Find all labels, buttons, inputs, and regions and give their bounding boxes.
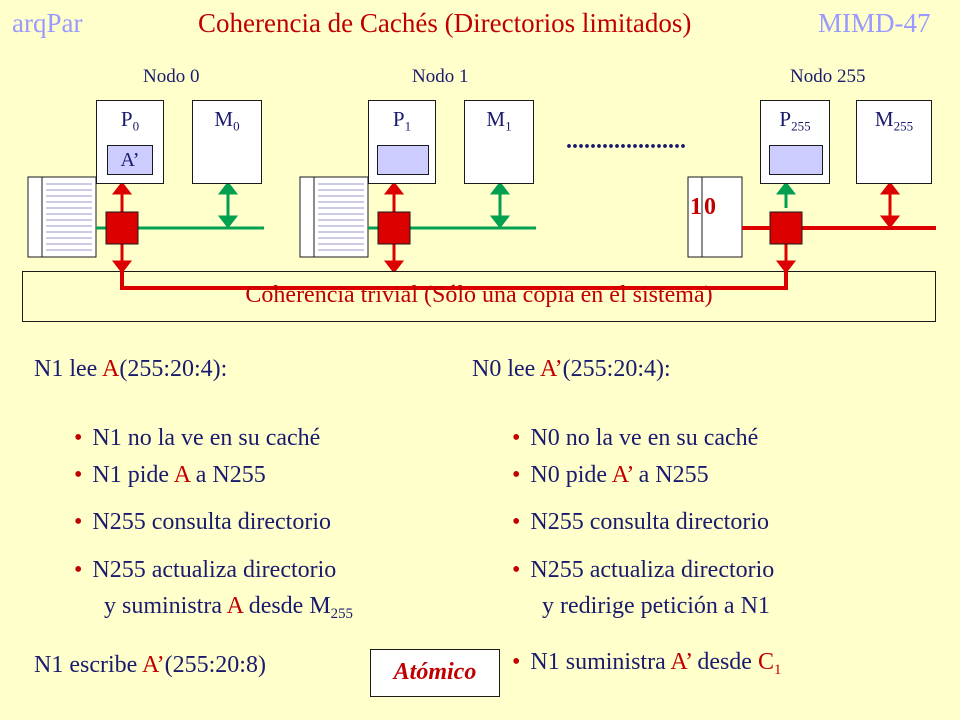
directory-node-255 (687, 176, 743, 258)
switch-node-1 (377, 211, 411, 245)
left-item-1: •N1 no la ve en su caché (74, 425, 321, 451)
memory-node-255: M255 (856, 100, 932, 184)
right-item-1: •N0 no la ve en su caché (512, 425, 759, 451)
left-item-2: •N1 pide A a N255 (74, 462, 266, 488)
switch-node-255 (769, 211, 803, 245)
processor-label: P255 (779, 107, 811, 134)
memory-label: M255 (874, 107, 914, 134)
left-item-4-cont: y suministra A desde M255 (104, 593, 353, 623)
atomic-label: Atómico (370, 649, 500, 697)
header-course: arqPar (12, 8, 83, 38)
switch-node-0 (105, 211, 139, 245)
memory-node-0: M0 (192, 100, 262, 184)
processor-node-1: P1 (368, 100, 436, 184)
processor-label: P1 (392, 107, 412, 134)
processor-node-0: P0 A’ (96, 100, 164, 184)
right-item-5: •N1 suministra A’ desde C1 (512, 649, 782, 679)
node-1-label: Nodo 1 (412, 66, 469, 87)
memory-label: M0 (214, 107, 240, 134)
memory-label: M1 (486, 107, 512, 134)
left-item-4: •N255 actualiza directorio (74, 557, 337, 583)
directory-node-1 (299, 176, 369, 258)
cache-node-255 (769, 145, 823, 175)
directory-bits: 1 0 (690, 194, 716, 220)
right-item-4: •N255 actualiza directorio (512, 557, 775, 583)
right-item-4-cont: y redirige petición a N1 (542, 593, 770, 619)
coherence-caption: Coherencia trivial (Sólo una copia en el… (245, 282, 713, 308)
cache-node-1 (377, 145, 429, 175)
directory-node-0 (27, 176, 97, 258)
left-item-1-text: N1 no la ve en su caché (92, 425, 321, 451)
node-255-label: Nodo 255 (790, 66, 866, 87)
right-item-3: •N255 consulta directorio (512, 509, 770, 535)
right-heading: N0 lee A’(255:20:4): (472, 356, 671, 382)
memory-node-1: M1 (464, 100, 534, 184)
node-0-label: Nodo 0 (143, 66, 200, 87)
slide-title: Coherencia de Cachés (Directorios limita… (198, 8, 692, 38)
cache-node-0: A’ (107, 145, 153, 175)
left-heading: N1 lee A(255:20:4): (34, 356, 228, 382)
right-item-2: •N0 pide A’ a N255 (512, 462, 709, 488)
slide-number: MIMD-47 (818, 8, 931, 38)
processor-node-255: P255 (760, 100, 830, 184)
left-footer: N1 escribe A’(255:20:8) (34, 652, 266, 678)
left-item-3: •N255 consulta directorio (74, 509, 332, 535)
processor-label: P0 (120, 107, 140, 134)
more-nodes-ellipsis: .................... (566, 128, 686, 154)
